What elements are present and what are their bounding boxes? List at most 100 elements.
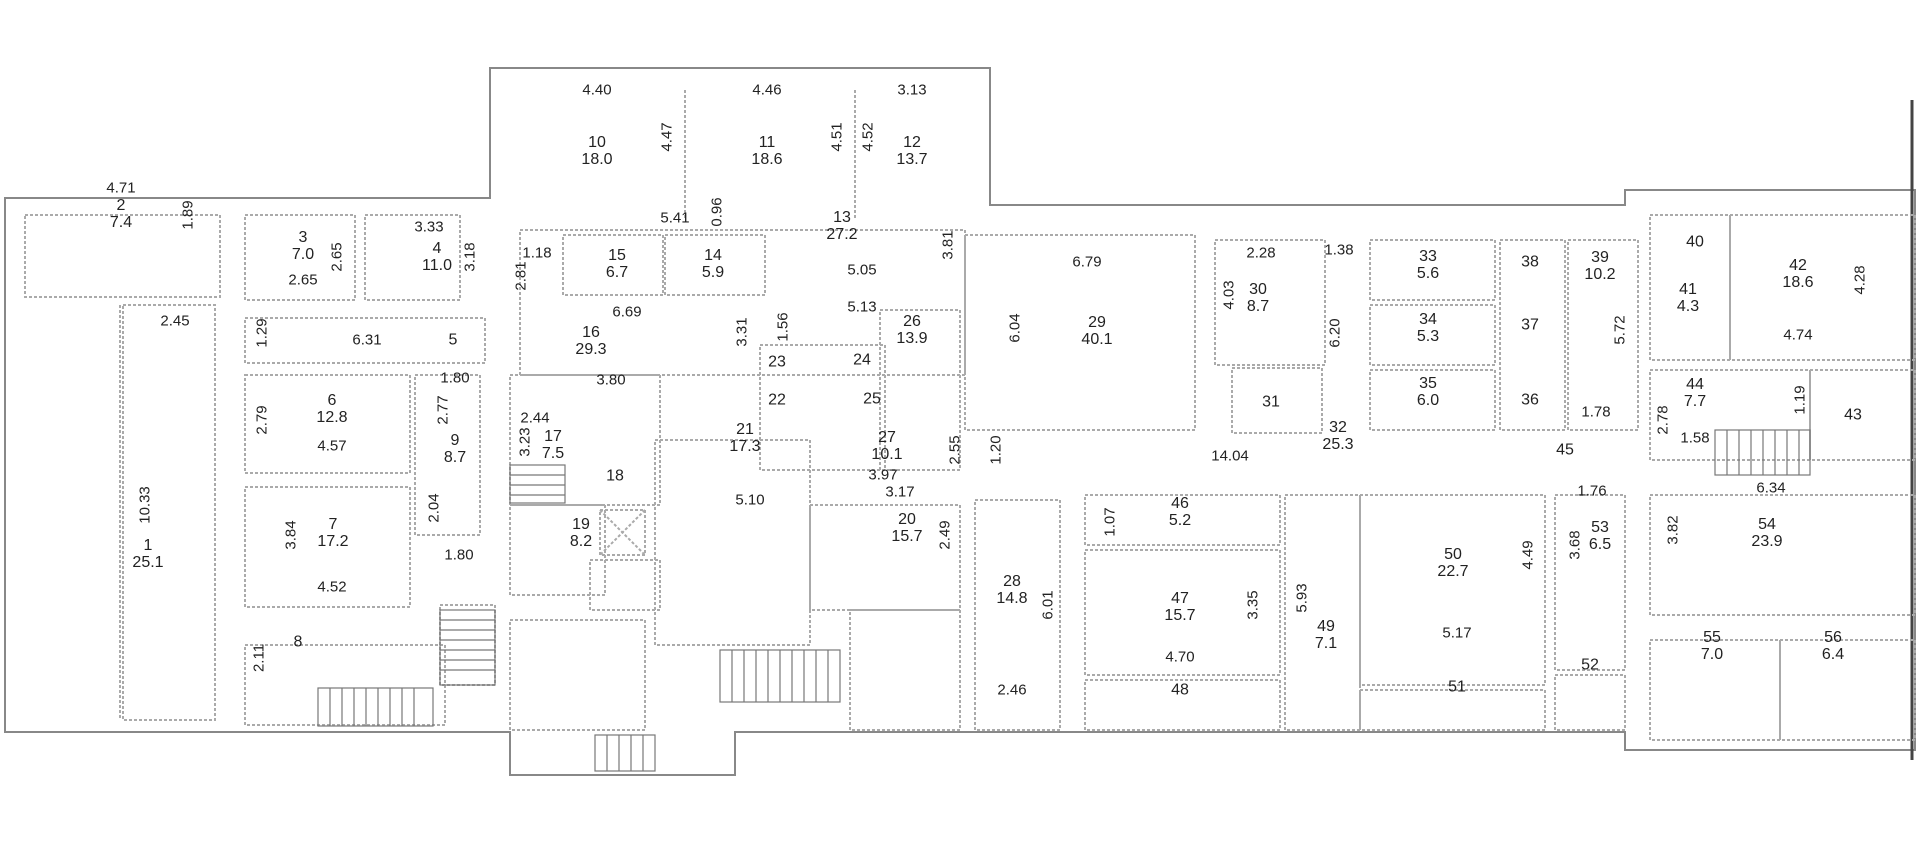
dimension-label: 10.33: [136, 486, 154, 524]
room-31: 31: [1262, 393, 1280, 411]
dimension-label: 6.31: [352, 331, 382, 349]
room-25: 25: [863, 390, 881, 408]
dimension-label: 14.04: [1211, 447, 1249, 465]
dimension-label: 5.10: [735, 491, 765, 509]
dimension-label: 1.89: [179, 200, 197, 230]
room-37: 37: [1521, 316, 1539, 334]
dimension-label: 5.05: [847, 261, 877, 279]
dimension-label: 1.78: [1581, 403, 1611, 421]
room-52: 52: [1581, 656, 1599, 674]
dimension-label: 4.49: [1519, 540, 1537, 570]
dimension-label: 4.47: [658, 122, 676, 152]
dimension-label: 2.04: [425, 493, 443, 523]
dimension-label: 2.65: [328, 242, 346, 272]
stairs: [317, 429, 1811, 772]
dimension-label: 4.57: [317, 437, 347, 455]
dimension-label: 1.56: [774, 312, 792, 342]
room-18: 18: [606, 467, 624, 485]
dimension-label: 3.97: [868, 466, 898, 484]
dimension-label: 5.72: [1611, 315, 1629, 345]
dimension-label: 6.04: [1006, 313, 1024, 343]
dimension-label: 4.71: [106, 179, 136, 197]
room-40: 40: [1686, 233, 1704, 251]
dimension-label: 1.29: [253, 318, 271, 348]
dimension-label: 2.78: [1654, 405, 1672, 435]
dimension-label: 4.74: [1783, 326, 1813, 344]
dimension-label: 4.03: [1220, 280, 1238, 310]
room-48: 48: [1171, 681, 1189, 699]
room-45: 45: [1556, 441, 1574, 459]
dimension-label: 3.23: [516, 427, 534, 457]
dimension-label: 4.46: [752, 81, 782, 99]
dimension-label: 2.44: [520, 409, 550, 427]
dimension-label: 3.18: [461, 242, 479, 272]
dimension-label: 2.77: [434, 395, 452, 425]
dimension-label: 3.84: [282, 520, 300, 550]
dimension-label: 1.76: [1577, 482, 1607, 500]
dimension-label: 2.81: [512, 261, 530, 291]
dimension-label: 1.20: [987, 435, 1005, 465]
dimension-label: 3.33: [414, 218, 444, 236]
room-38: 38: [1521, 253, 1539, 271]
room-24: 24: [853, 351, 871, 369]
dimension-label: 3.81: [939, 230, 957, 260]
room-23: 23: [768, 353, 786, 371]
dimension-label: 1.80: [444, 546, 474, 564]
dimension-label: 1.80: [440, 369, 470, 387]
dimension-label: 1.19: [1791, 385, 1809, 415]
dimension-label: 5.93: [1293, 583, 1311, 613]
dimension-label: 4.40: [582, 81, 612, 99]
dimension-label: 3.17: [885, 483, 915, 501]
dimension-label: 1.18: [522, 244, 552, 262]
dimension-label: 4.52: [317, 578, 347, 596]
room-8: 8: [293, 633, 303, 651]
dimension-label: 6.34: [1756, 479, 1786, 497]
dimension-label: 1.38: [1324, 241, 1354, 259]
dimension-label: 4.52: [859, 122, 877, 152]
dimension-label: 5.17: [1442, 624, 1472, 642]
dimension-label: 2.55: [946, 435, 964, 465]
dimension-label: 0.96: [708, 197, 726, 227]
dimension-label: 3.35: [1244, 590, 1262, 620]
dimension-label: 3.31: [733, 317, 751, 347]
dimension-label: 2.65: [288, 271, 318, 289]
dimension-label: 5.13: [847, 298, 877, 316]
dimension-label: 3.13: [897, 81, 927, 99]
room-43: 43: [1844, 406, 1862, 424]
dimension-label: 2.49: [936, 520, 954, 550]
dimension-label: 2.11: [250, 643, 268, 673]
dimension-label: 2.28: [1246, 244, 1276, 262]
dimension-label: 6.01: [1039, 590, 1057, 620]
dimension-label: 3.82: [1664, 515, 1682, 545]
dimension-label: 3.68: [1566, 530, 1584, 560]
